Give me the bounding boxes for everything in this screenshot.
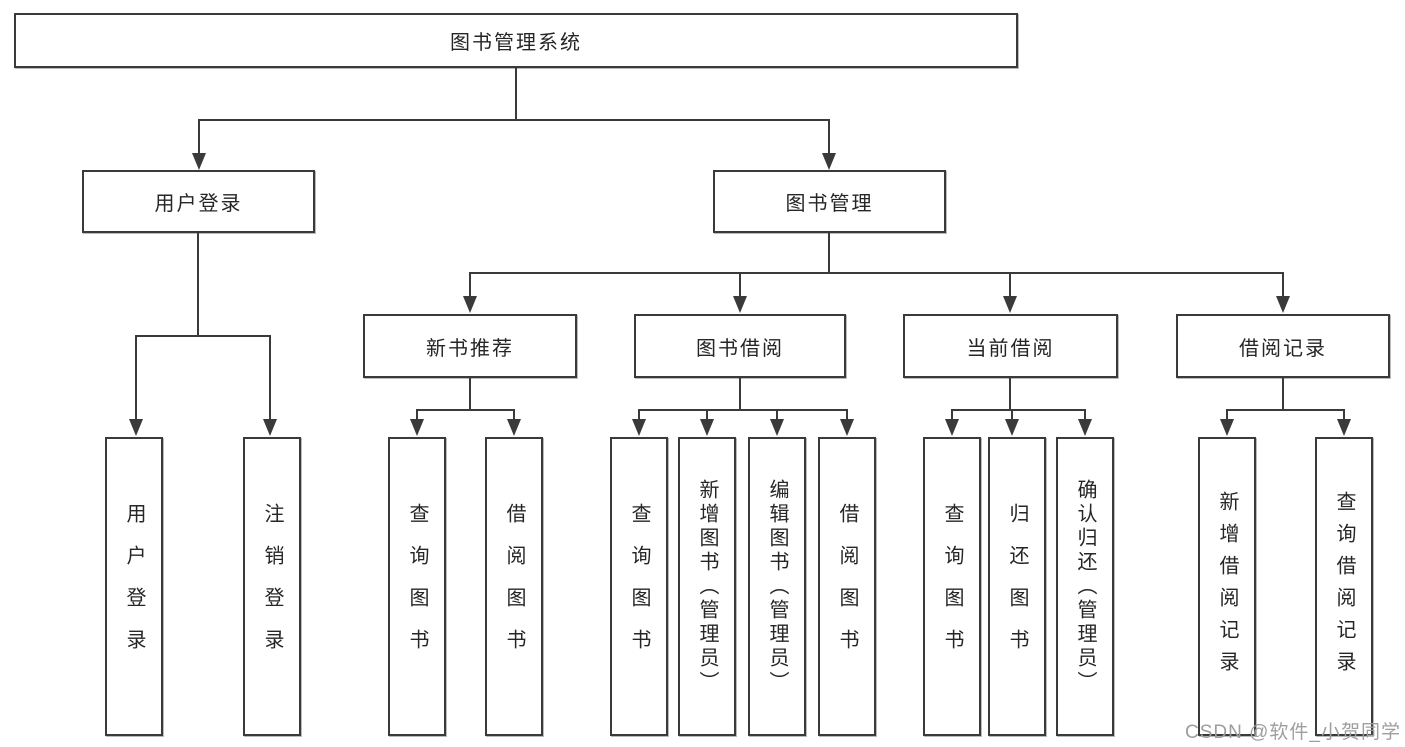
leaf-logout-login: 注销登录 [243, 437, 301, 736]
node-book-borrow: 图书借阅 [634, 314, 846, 378]
node-borrow-records-label: 借阅记录 [1239, 337, 1327, 360]
node-book-management: 图书管理 [713, 170, 946, 233]
watermark: CSDN @软件_小贺同学 [1185, 722, 1401, 743]
node-library-system-label: 图书管理系统 [450, 32, 582, 54]
node-current-borrow: 当前借阅 [903, 314, 1118, 378]
leaf-recommend-borrow-books: 借阅图书 [485, 437, 543, 736]
leaf-user-login-label: 用户登录 [123, 502, 145, 671]
node-borrow-records: 借阅记录 [1176, 314, 1390, 378]
leaf-current-query-books: 查询图书 [923, 437, 981, 736]
node-user-login-label: 用户登录 [154, 193, 243, 215]
leaf-recommend-query-books: 查询图书 [388, 437, 446, 736]
leaf-edit-books-admin-label: 编辑图书（管理员） [766, 478, 788, 695]
leaf-confirm-return-admin: 确认归还（管理员） [1056, 437, 1114, 736]
leaf-recommend-query-books-label: 查询图书 [406, 502, 428, 671]
leaf-current-query-books-label: 查询图书 [941, 502, 963, 671]
leaf-borrow-books-label: 借阅图书 [836, 502, 858, 671]
connector-root [192, 68, 836, 170]
connector-current-borrow [945, 378, 1092, 436]
leaf-query-borrow-record: 查询借阅记录 [1315, 437, 1373, 736]
node-library-system: 图书管理系统 [14, 13, 1018, 68]
node-new-book-recommend-label: 新书推荐 [426, 337, 514, 360]
leaf-recommend-borrow-books-label: 借阅图书 [503, 502, 525, 671]
leaf-add-books-admin-label: 新增图书（管理员） [696, 478, 718, 695]
leaf-borrow-query-books-label: 查询图书 [628, 502, 650, 671]
leaf-borrow-query-books: 查询图书 [610, 437, 668, 736]
node-new-book-recommend: 新书推荐 [363, 314, 577, 378]
connector-book-borrow [632, 378, 854, 436]
leaf-return-books-label: 归还图书 [1006, 502, 1028, 671]
connector-book-management [463, 233, 1290, 313]
leaf-edit-books-admin: 编辑图书（管理员） [748, 437, 806, 736]
node-book-management-label: 图书管理 [785, 193, 874, 215]
leaf-add-books-admin: 新增图书（管理员） [678, 437, 736, 736]
leaf-borrow-books: 借阅图书 [818, 437, 876, 736]
leaf-add-borrow-record: 新增借阅记录 [1198, 437, 1256, 736]
leaf-query-borrow-record-label: 查询借阅记录 [1333, 490, 1355, 683]
leaf-logout-login-label: 注销登录 [261, 502, 283, 671]
node-book-borrow-label: 图书借阅 [696, 337, 784, 360]
leaf-add-borrow-record-label: 新增借阅记录 [1216, 490, 1238, 683]
leaf-return-books: 归还图书 [988, 437, 1046, 736]
leaf-user-login: 用户登录 [105, 437, 163, 736]
leaf-confirm-return-admin-label: 确认归还（管理员） [1074, 478, 1096, 695]
connector-user-login [129, 233, 277, 436]
connector-borrow-records [1220, 378, 1351, 436]
connector-new-book-recommend [410, 378, 521, 436]
node-current-borrow-label: 当前借阅 [966, 337, 1055, 360]
node-user-login: 用户登录 [82, 170, 315, 233]
